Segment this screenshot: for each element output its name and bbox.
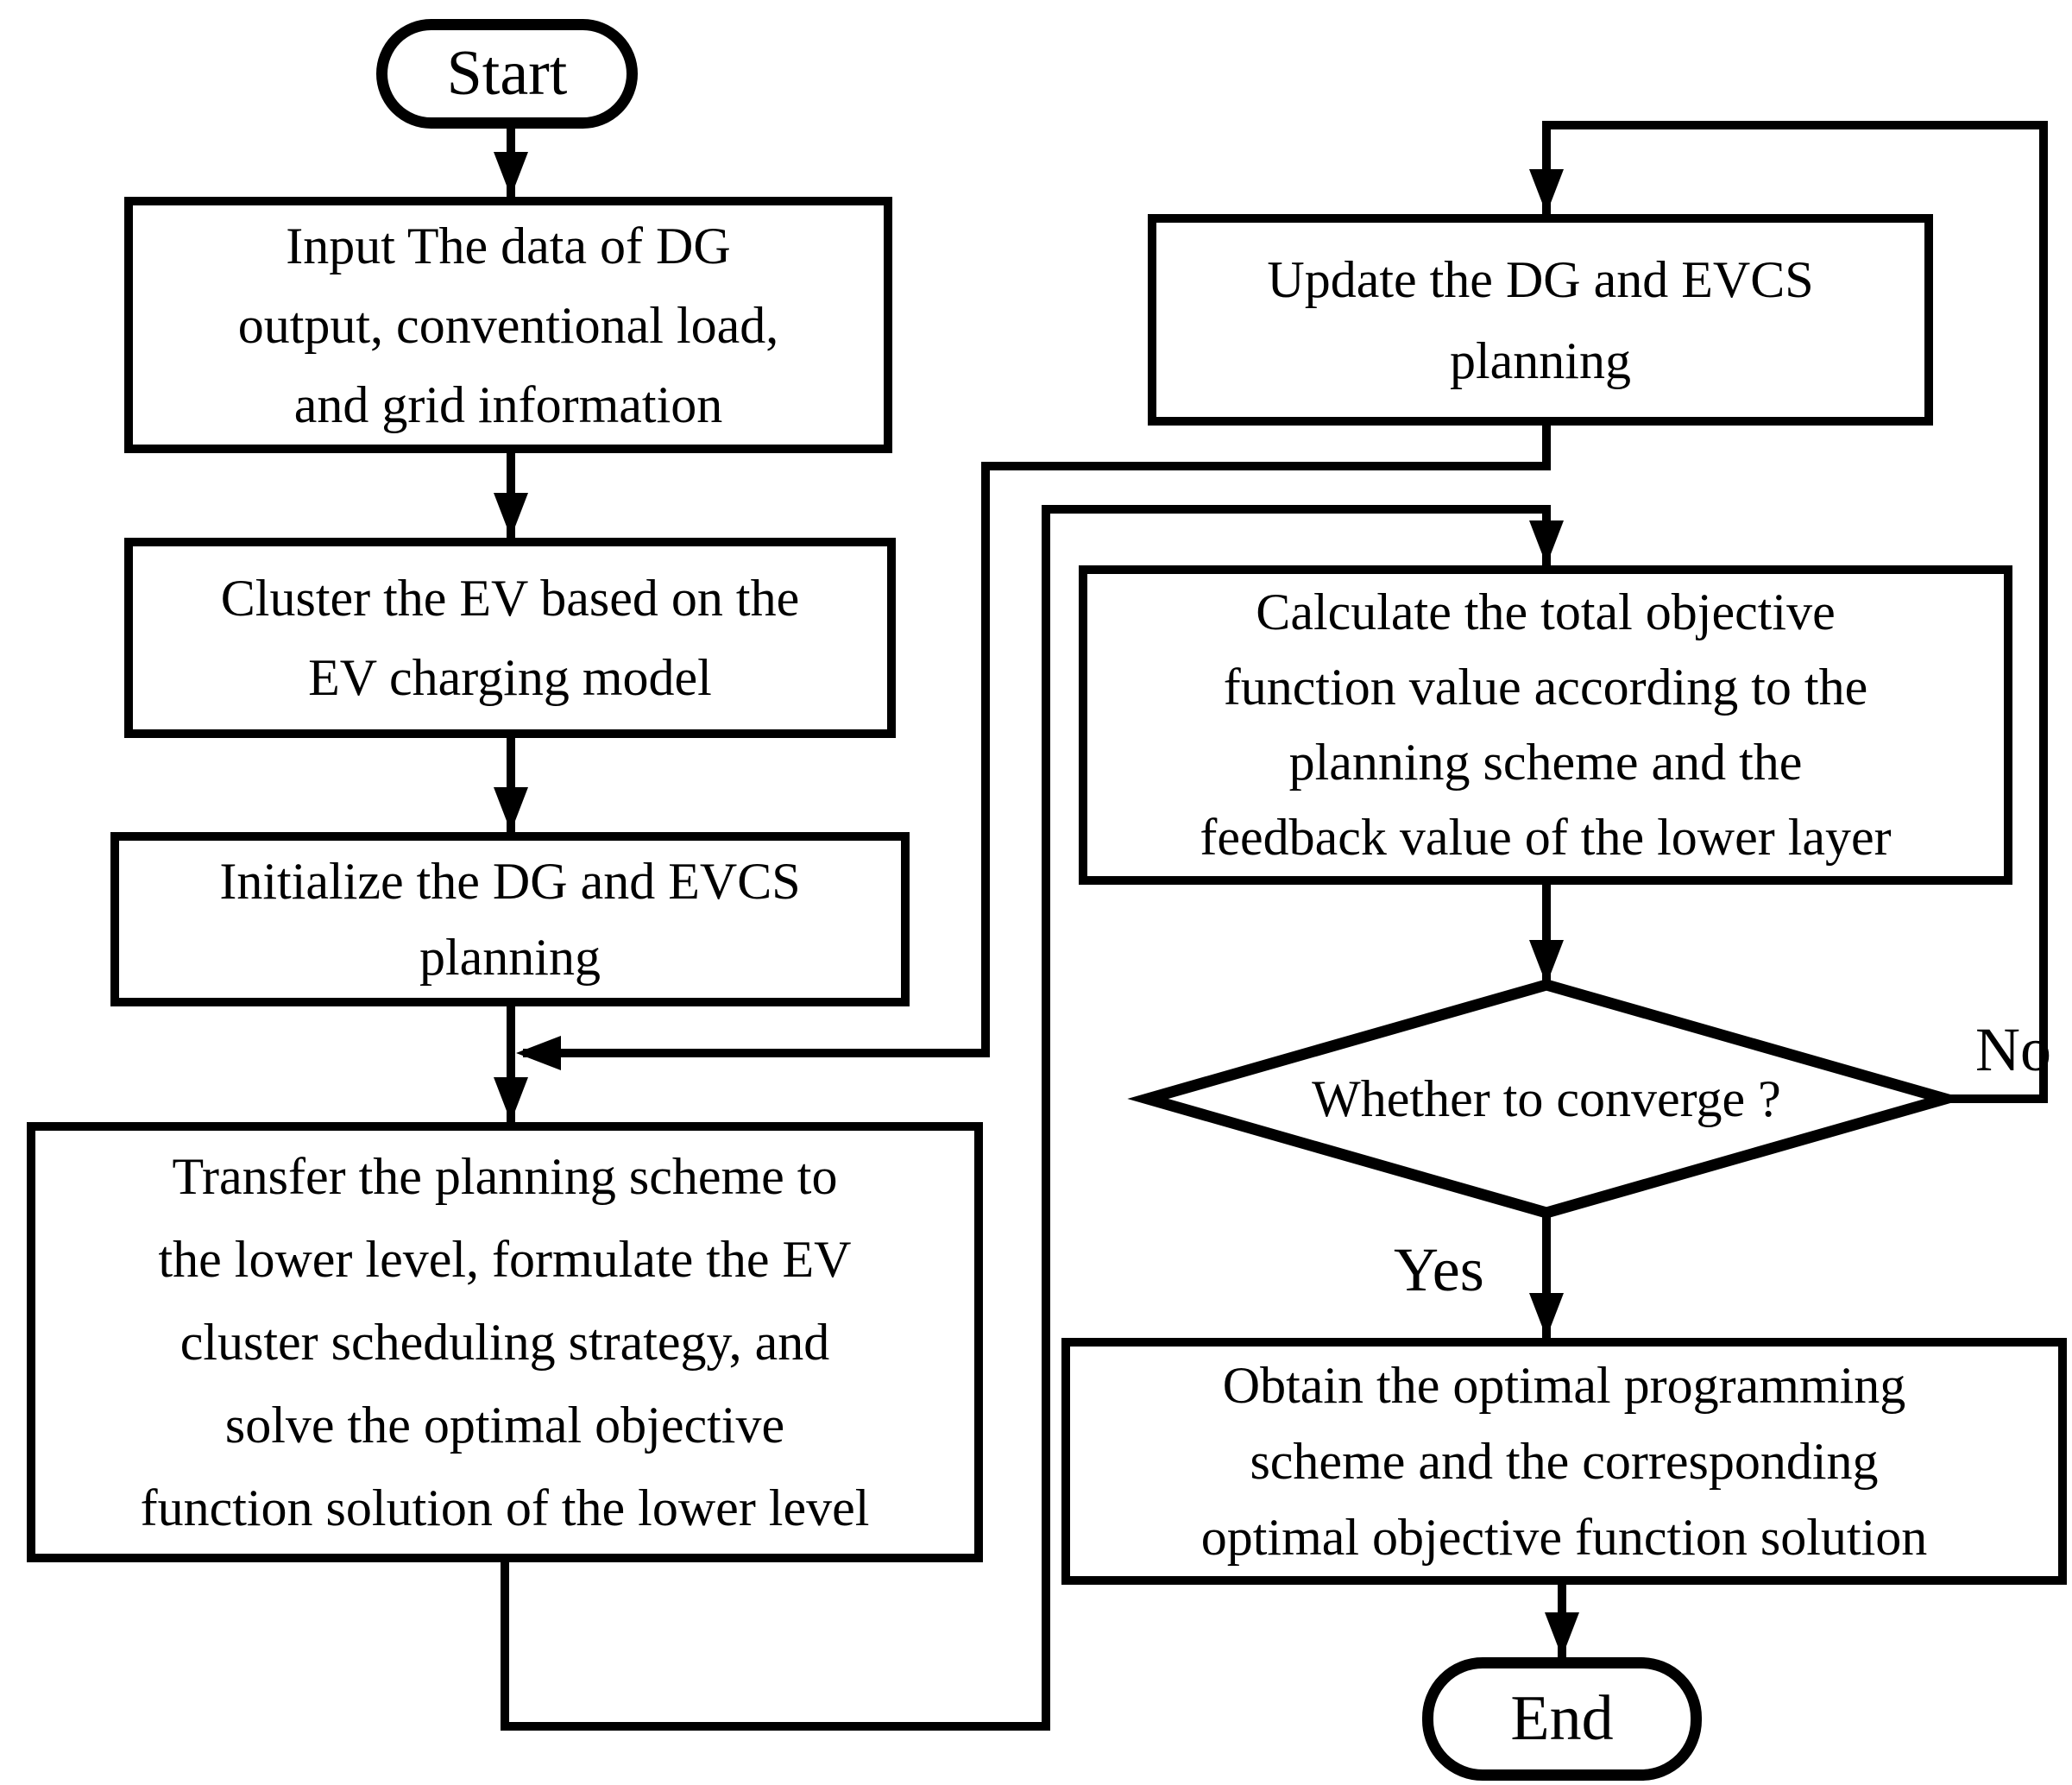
process-line: Calculate the total objective bbox=[1256, 583, 1836, 640]
process-line: optimal objective function solution bbox=[1200, 1509, 1928, 1566]
process-line: and grid information bbox=[293, 375, 723, 433]
process-line: planning bbox=[419, 929, 601, 986]
process-line: output, conventional load, bbox=[237, 296, 779, 354]
arrowhead-into-update bbox=[1529, 169, 1564, 214]
node-update-planning: Update the DG and EVCS planning bbox=[1148, 214, 1933, 426]
process-line: Input The data of DG bbox=[286, 217, 731, 274]
arrowhead-feedback-into-junction bbox=[516, 1036, 561, 1070]
edge-label-no: No bbox=[1975, 1015, 2051, 1084]
node-initialize-planning: Initialize the DG and EVCS planning bbox=[110, 832, 910, 1006]
node-decision-converge-label: Whether to converge ? bbox=[1312, 1070, 1781, 1127]
arrowhead-into-cluster bbox=[494, 493, 528, 538]
edge-transfer-to-calculate bbox=[501, 505, 1551, 1731]
arrowhead-into-decision bbox=[1529, 940, 1564, 985]
node-obtain-optimal-scheme: Obtain the optimal programming scheme an… bbox=[1061, 1338, 2067, 1585]
start-label: Start bbox=[446, 38, 568, 109]
edge-label-yes: Yes bbox=[1394, 1235, 1484, 1304]
node-calculate-objective: Calculate the total objective function v… bbox=[1079, 565, 2012, 885]
edge-decision-no-loop-to-update bbox=[1542, 121, 2048, 1103]
node-input-data: Input The data of DG output, conventiona… bbox=[124, 197, 892, 453]
process-line: solve the optimal objective bbox=[224, 1397, 785, 1454]
process-line: function solution of the lower level bbox=[140, 1479, 870, 1536]
process-line: Initialize the DG and EVCS bbox=[219, 853, 801, 910]
process-line: Transfer the planning scheme to bbox=[172, 1148, 838, 1205]
process-line: scheme and the corresponding bbox=[1250, 1433, 1879, 1490]
arrowhead-into-end bbox=[1545, 1612, 1579, 1657]
process-line: planning bbox=[1450, 331, 1631, 389]
arrowhead-into-input bbox=[494, 152, 528, 197]
node-cluster-ev: Cluster the EV based on the EV charging … bbox=[124, 538, 896, 738]
edge-update-feedback-to-transfer bbox=[523, 426, 1551, 1057]
node-end: End bbox=[1422, 1657, 1702, 1781]
process-line: cluster scheduling strategy, and bbox=[179, 1314, 830, 1371]
process-line: the lower level, formulate the EV bbox=[158, 1231, 852, 1288]
arrowhead-into-calculate bbox=[1529, 520, 1564, 565]
decision-diamond-shape bbox=[1127, 979, 1966, 1219]
process-line: Obtain the optimal programming bbox=[1222, 1357, 1906, 1414]
process-line: feedback value of the lower layer bbox=[1200, 809, 1892, 866]
process-line: planning scheme and the bbox=[1288, 734, 1803, 791]
arrowhead-into-obtain bbox=[1529, 1293, 1564, 1338]
end-label: End bbox=[1510, 1683, 1614, 1754]
process-line: function value according to the bbox=[1223, 659, 1868, 716]
arrowhead-into-initialize bbox=[494, 787, 528, 832]
process-line: Update the DG and EVCS bbox=[1267, 250, 1814, 308]
process-line: EV charging model bbox=[308, 649, 712, 706]
node-start: Start bbox=[376, 19, 638, 129]
node-transfer-lower-level: Transfer the planning scheme to the lowe… bbox=[27, 1122, 983, 1562]
process-line: Cluster the EV based on the bbox=[220, 570, 800, 627]
arrowhead-into-transfer bbox=[494, 1077, 528, 1122]
